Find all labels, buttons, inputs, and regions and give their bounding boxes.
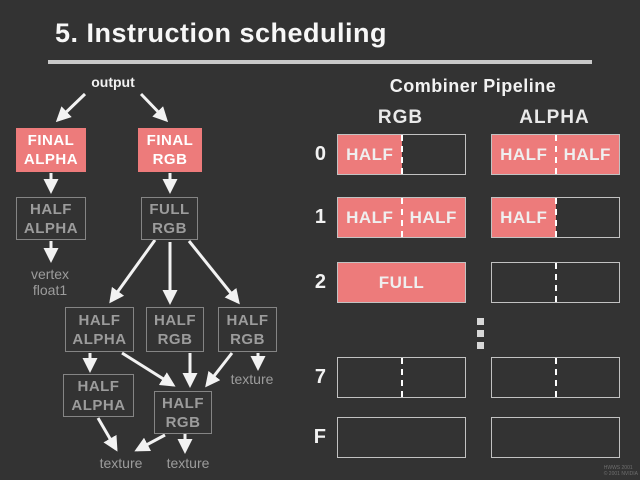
- pipeline-cell: [492, 358, 556, 397]
- pipeline-cell: [556, 418, 620, 457]
- arrow-low-half-alpha-to-texture: [96, 417, 118, 452]
- pipeline-box-rgb-0: HALF: [337, 134, 466, 175]
- ellipsis-dot: [477, 342, 484, 349]
- divider-dashed: [400, 198, 403, 237]
- row-label-2: 2: [314, 271, 326, 293]
- pipeline-cell: [402, 418, 466, 457]
- pipeline-cell: [492, 263, 556, 302]
- arrow-low-half-rgb-to-texture-left: [134, 433, 166, 452]
- node-final-rgb: FINAL RGB: [138, 128, 202, 172]
- arrow-output-to-final-rgb: [139, 92, 169, 123]
- divider-dashed: [400, 358, 403, 397]
- node-low-half-alpha: HALF ALPHA: [63, 374, 134, 417]
- row-label-0: 0: [314, 143, 326, 165]
- divider-dashed: [554, 263, 557, 302]
- pipeline-box-rgb-7: [337, 357, 466, 398]
- pipeline-cell: HALF: [492, 135, 556, 174]
- graph-texture-bottom-left-label: texture: [99, 455, 143, 471]
- graph-output-label: output: [91, 74, 135, 90]
- pipeline-cell: [338, 358, 402, 397]
- node-low-half-rgb: HALF RGB: [154, 391, 212, 434]
- pipeline-box-rgb-1: HALF HALF: [337, 197, 466, 238]
- node-full-rgb: FULL RGB: [141, 197, 198, 240]
- pipeline-cell: [556, 358, 620, 397]
- pipeline-cell: HALF: [492, 198, 556, 237]
- pipeline-box-alpha-0: HALF HALF: [491, 134, 620, 175]
- pipeline-box-alpha-7: [491, 357, 620, 398]
- column-header-rgb: RGB: [377, 107, 424, 128]
- pipeline-box-alpha-2: [491, 262, 620, 303]
- pipeline-cell: HALF: [555, 135, 619, 174]
- node-mid-half-rgb-right: HALF RGB: [218, 307, 277, 352]
- ellipsis-dot: [477, 318, 484, 325]
- node-half-alpha-top: HALF ALPHA: [16, 197, 86, 240]
- divider-dashed: [554, 198, 557, 237]
- pipeline-cell: [556, 263, 620, 302]
- pipeline-cell: HALF: [338, 198, 402, 237]
- row-label-f: F: [313, 426, 326, 448]
- arrow-output-to-final-alpha: [55, 92, 87, 123]
- page-title: 5. Instruction scheduling: [55, 18, 388, 48]
- divider-dashed: [400, 135, 403, 174]
- watermark: HWWS 2001 © 2001 NVIDIA: [603, 465, 638, 477]
- pipeline-cell: [556, 198, 620, 237]
- node-mid-half-rgb-left: HALF RGB: [146, 307, 204, 352]
- pipeline-cell: [492, 418, 556, 457]
- pipeline-cell: HALF: [338, 135, 402, 174]
- pipeline-cell: [338, 418, 402, 457]
- graph-vertex-label: vertex float1: [30, 266, 70, 298]
- arrow-full-rgb-to-mid-half-rgb-right: [187, 240, 240, 305]
- node-final-alpha: FINAL ALPHA: [16, 128, 86, 172]
- row-label-1: 1: [314, 206, 326, 228]
- pipeline-title: Combiner Pipeline: [389, 76, 557, 96]
- divider-dashed: [554, 358, 557, 397]
- pipeline-box-alpha-f: [491, 417, 620, 458]
- pipeline-cell: [402, 135, 466, 174]
- divider-dashed: [554, 135, 557, 174]
- row-label-7: 7: [314, 366, 326, 388]
- pipeline-cell: HALF: [401, 198, 465, 237]
- arrow-full-rgb-to-mid-half-alpha: [109, 239, 157, 304]
- graph-texture-right-label: texture: [230, 371, 274, 387]
- pipeline-cell: [402, 358, 466, 397]
- pipeline-cell: FULL: [338, 263, 465, 302]
- node-mid-half-alpha: HALF ALPHA: [65, 307, 134, 352]
- graph-texture-bottom-right-label: texture: [166, 455, 210, 471]
- column-header-alpha: ALPHA: [519, 107, 590, 128]
- pipeline-box-rgb-f: [337, 417, 466, 458]
- pipeline-box-rgb-2: FULL: [337, 262, 466, 303]
- title-underline: [48, 60, 592, 64]
- ellipsis-dot: [477, 330, 484, 337]
- pipeline-box-alpha-1: HALF: [491, 197, 620, 238]
